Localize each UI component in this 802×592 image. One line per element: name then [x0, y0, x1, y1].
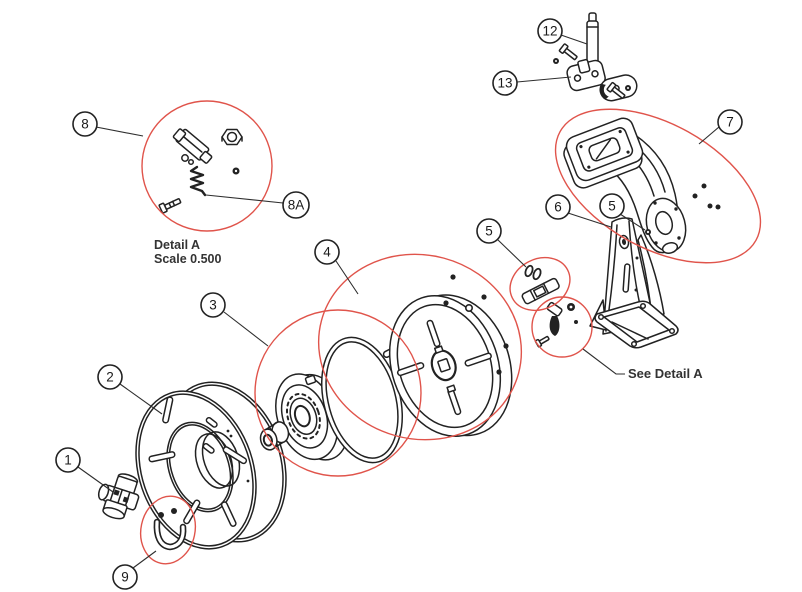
shaft-assembly-part: [521, 264, 560, 305]
highlight-layer: [139, 100, 762, 565]
leader-lines: [77, 34, 720, 569]
see-detail-leader: [582, 348, 625, 375]
detail-a-spring-part: [189, 165, 207, 197]
callout-6-balloon: 6: [545, 194, 571, 220]
support-arm-part: [563, 117, 687, 254]
detail-a-latch-part: [158, 128, 243, 214]
callout-7-balloon: 7: [717, 109, 743, 135]
stand-pedestal-part: [589, 217, 679, 349]
callout-12-balloon: 12: [537, 18, 563, 44]
callout-4-number: 4: [323, 245, 331, 260]
parts-layer: [97, 12, 721, 551]
arm-highlight-ellipse: [554, 108, 762, 264]
callout-5-right-balloon: 5: [599, 193, 625, 219]
see-detail-highlight-circle: [531, 296, 593, 358]
arm-rivet-dots: [692, 183, 721, 210]
arm-mount-pad-part: [563, 117, 644, 189]
hook-highlight-ellipse: [139, 495, 197, 565]
callout-12-number: 12: [542, 24, 557, 39]
detail-a-nut-part: [221, 128, 243, 146]
latch-mini-part: [534, 301, 578, 348]
callout-5-left-balloon: 5: [476, 218, 502, 244]
hub-highlight-circle: [254, 309, 422, 477]
callout-13-balloon: 13: [492, 70, 518, 96]
wheel-highlight-ellipse: [317, 253, 523, 441]
callout-5-left-number: 5: [485, 224, 493, 239]
clamp-half-upper-part: [566, 58, 606, 92]
callout-8a-balloon: 8A: [282, 191, 310, 219]
callout-3-balloon: 3: [200, 292, 226, 318]
callout-5-right-number: 5: [608, 199, 616, 214]
callout-1-number: 1: [64, 453, 72, 468]
callout-9-balloon: 9: [112, 564, 138, 590]
detail-a-highlight-circle: [141, 100, 273, 232]
callout-3-number: 3: [209, 298, 217, 313]
shaft-highlight-ellipse: [509, 256, 571, 312]
stand-base-plate-part: [594, 300, 679, 349]
callout-9-number: 9: [121, 570, 129, 585]
detail-a-screw-part: [158, 198, 182, 214]
detail-a-title: Detail A: [154, 238, 200, 252]
callout-1-balloon: 1: [55, 447, 81, 473]
clamp-screw-2-part: [606, 81, 626, 99]
rivet-dots: [443, 274, 509, 375]
callout-4-balloon: 4: [314, 239, 340, 265]
callout-2-balloon: 2: [97, 364, 123, 390]
callout-8-number: 8: [81, 117, 89, 132]
see-detail-a-label: See Detail A: [628, 366, 703, 381]
inlet-swivel-part: [97, 473, 140, 520]
callout-8-balloon: 8: [72, 111, 98, 137]
detail-a-scale: Scale 0.500: [154, 252, 221, 266]
callout-6-number: 6: [554, 200, 562, 215]
spool-disc-part: [135, 381, 287, 550]
hose-hook-part: [153, 508, 187, 551]
callout-13-number: 13: [497, 76, 512, 91]
spoked-wheel-part: [388, 294, 513, 437]
callout-8a-number: 8A: [288, 198, 305, 213]
callout-7-number: 7: [726, 115, 734, 130]
callout-2-number: 2: [106, 370, 114, 385]
clamp-screw-1-part: [558, 43, 578, 61]
